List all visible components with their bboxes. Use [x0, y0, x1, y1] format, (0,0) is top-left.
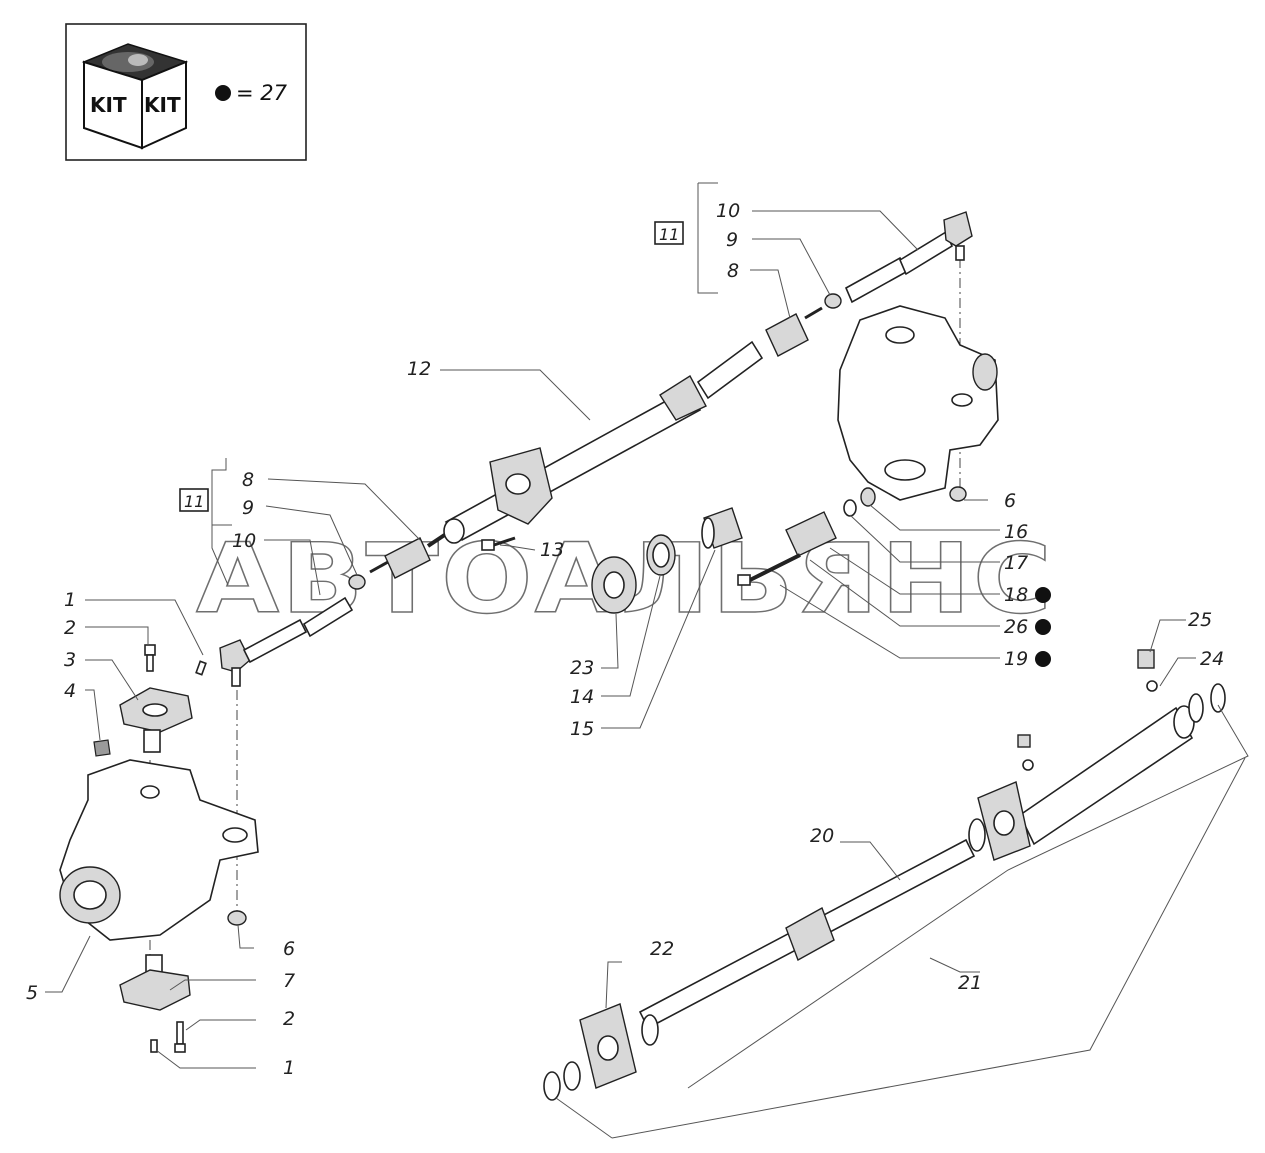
callout-1-bottom: 1	[283, 1057, 295, 1079]
callout-13: 13	[540, 539, 564, 561]
seal-left	[227, 910, 247, 926]
callout-10-left: 10	[232, 530, 256, 552]
kit-label-left: KIT	[90, 93, 127, 117]
callout-8-left: 8	[242, 469, 254, 491]
callout-10-right: 10	[716, 200, 740, 222]
center-bushings	[591, 507, 743, 614]
kit-legend-text: = 27	[236, 81, 288, 105]
callout-18: 18	[1004, 584, 1028, 606]
callout-5: 5	[26, 982, 38, 1004]
pin-18	[785, 511, 837, 557]
kit-bullet-19-icon	[1035, 651, 1051, 667]
left-locknut	[348, 574, 366, 590]
callout-16: 16	[1004, 521, 1028, 543]
callout-4: 4	[64, 680, 76, 702]
kit-legend-bullet-icon	[215, 85, 231, 101]
callout-12: 12	[407, 358, 431, 380]
barrel-21	[1018, 706, 1194, 846]
callout-21: 21	[958, 972, 982, 994]
washer-16	[860, 487, 876, 507]
callout-24: 24	[1200, 648, 1224, 670]
ring-17	[843, 499, 857, 517]
dowel-pin-top	[195, 660, 207, 676]
right-tie-rod	[765, 211, 973, 357]
kit-box-icon	[81, 43, 189, 150]
right-inner-joint	[765, 313, 809, 357]
bolt-top	[144, 644, 156, 672]
snap-ring-1	[1188, 693, 1204, 723]
right-tie-rod-tube	[844, 256, 908, 304]
callout-2-bottom: 2	[283, 1008, 295, 1030]
seal-ring-lower	[641, 1014, 659, 1046]
piston-rod	[696, 340, 764, 400]
callout-box-11-left	[179, 488, 209, 512]
right-tie-rod-end	[898, 230, 954, 276]
kingpin-hardware	[737, 487, 876, 586]
left-knuckle-body	[59, 759, 259, 941]
callout-11-left: 11	[184, 492, 204, 511]
bolt-19	[737, 574, 751, 586]
steering-cylinder	[443, 340, 764, 551]
callout-17: 17	[1004, 552, 1028, 574]
grease-nipple	[93, 739, 111, 757]
cylinder-collar	[659, 375, 707, 421]
callout-25: 25	[1188, 609, 1212, 631]
bolt-13	[481, 536, 516, 551]
kit-bullet-26-icon	[1035, 619, 1051, 635]
callout-9-right: 9	[726, 229, 738, 251]
cylinder-barrel	[444, 388, 702, 542]
callout-14: 14	[570, 686, 594, 708]
seal-right	[949, 486, 967, 502]
callout-20: 20	[810, 825, 834, 847]
callout-23: 23	[570, 657, 594, 679]
snap-ring-4	[563, 1061, 581, 1091]
callout-2-top: 2	[64, 617, 76, 639]
left-ball-joint	[219, 639, 251, 673]
left-tie-rod-end	[242, 618, 308, 664]
callout-26: 26	[1004, 616, 1028, 638]
kit-bullet-18-icon	[1035, 587, 1051, 603]
upper-pivot-plate	[119, 687, 193, 753]
callout-7: 7	[283, 970, 295, 992]
piston-20	[785, 906, 835, 962]
callout-8-right: 8	[727, 260, 739, 282]
dowel-pin-bottom	[150, 1039, 158, 1053]
callout-1-top: 1	[64, 589, 76, 611]
snap-ring-3	[543, 1071, 561, 1101]
left-tie-rod-tube	[302, 596, 354, 638]
callout-9-left: 9	[242, 497, 254, 519]
callout-box-11-right	[654, 221, 684, 245]
lower-pivot-plate	[119, 954, 191, 1011]
callout-19: 19	[1004, 648, 1028, 670]
callout-11-right: 11	[659, 225, 679, 244]
right-ball-joint	[943, 211, 973, 247]
left-inner-joint	[384, 537, 431, 579]
right-knuckle-body	[837, 305, 999, 502]
bolt-bottom	[174, 1021, 186, 1053]
callout-3: 3	[64, 649, 76, 671]
callout-15: 15	[570, 718, 594, 740]
snap-ring-2	[1210, 683, 1226, 713]
kit-legend-box: KIT KIT = 27	[65, 23, 307, 161]
callout-numbers: 1 2 3 4 5 6 7 2 1 11 8 9 10 12 13 11 10 …	[26, 200, 1224, 1079]
callout-22: 22	[650, 938, 674, 960]
bleed-fitting	[1017, 649, 1158, 771]
callout-6-right: 6	[1004, 490, 1016, 512]
right-locknut	[824, 293, 842, 309]
leader-lines	[45, 182, 1249, 1139]
lower-cylinder-assembly	[543, 649, 1226, 1101]
left-knuckle-assembly	[59, 644, 259, 1053]
kit-label-right: KIT	[144, 93, 181, 117]
callout-6-left: 6	[283, 938, 295, 960]
seal-ring-middle	[968, 818, 986, 852]
